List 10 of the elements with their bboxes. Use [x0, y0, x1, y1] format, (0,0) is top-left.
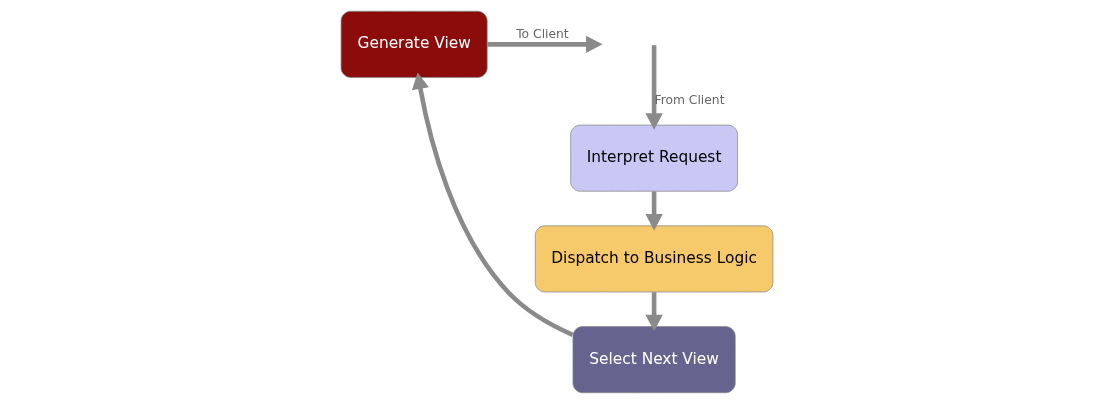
arrow	[644, 292, 663, 332]
node-box: Interpret Request	[569, 124, 738, 192]
arrow	[644, 191, 663, 231]
node-box: Generate View	[340, 10, 488, 78]
edge-label: To Client	[515, 27, 569, 42]
arrow	[644, 45, 663, 130]
node-box: Dispatch to Business Logic	[534, 225, 773, 293]
arrow	[486, 35, 603, 53]
arrow	[411, 72, 574, 337]
node-box: Select Next View	[572, 326, 736, 394]
